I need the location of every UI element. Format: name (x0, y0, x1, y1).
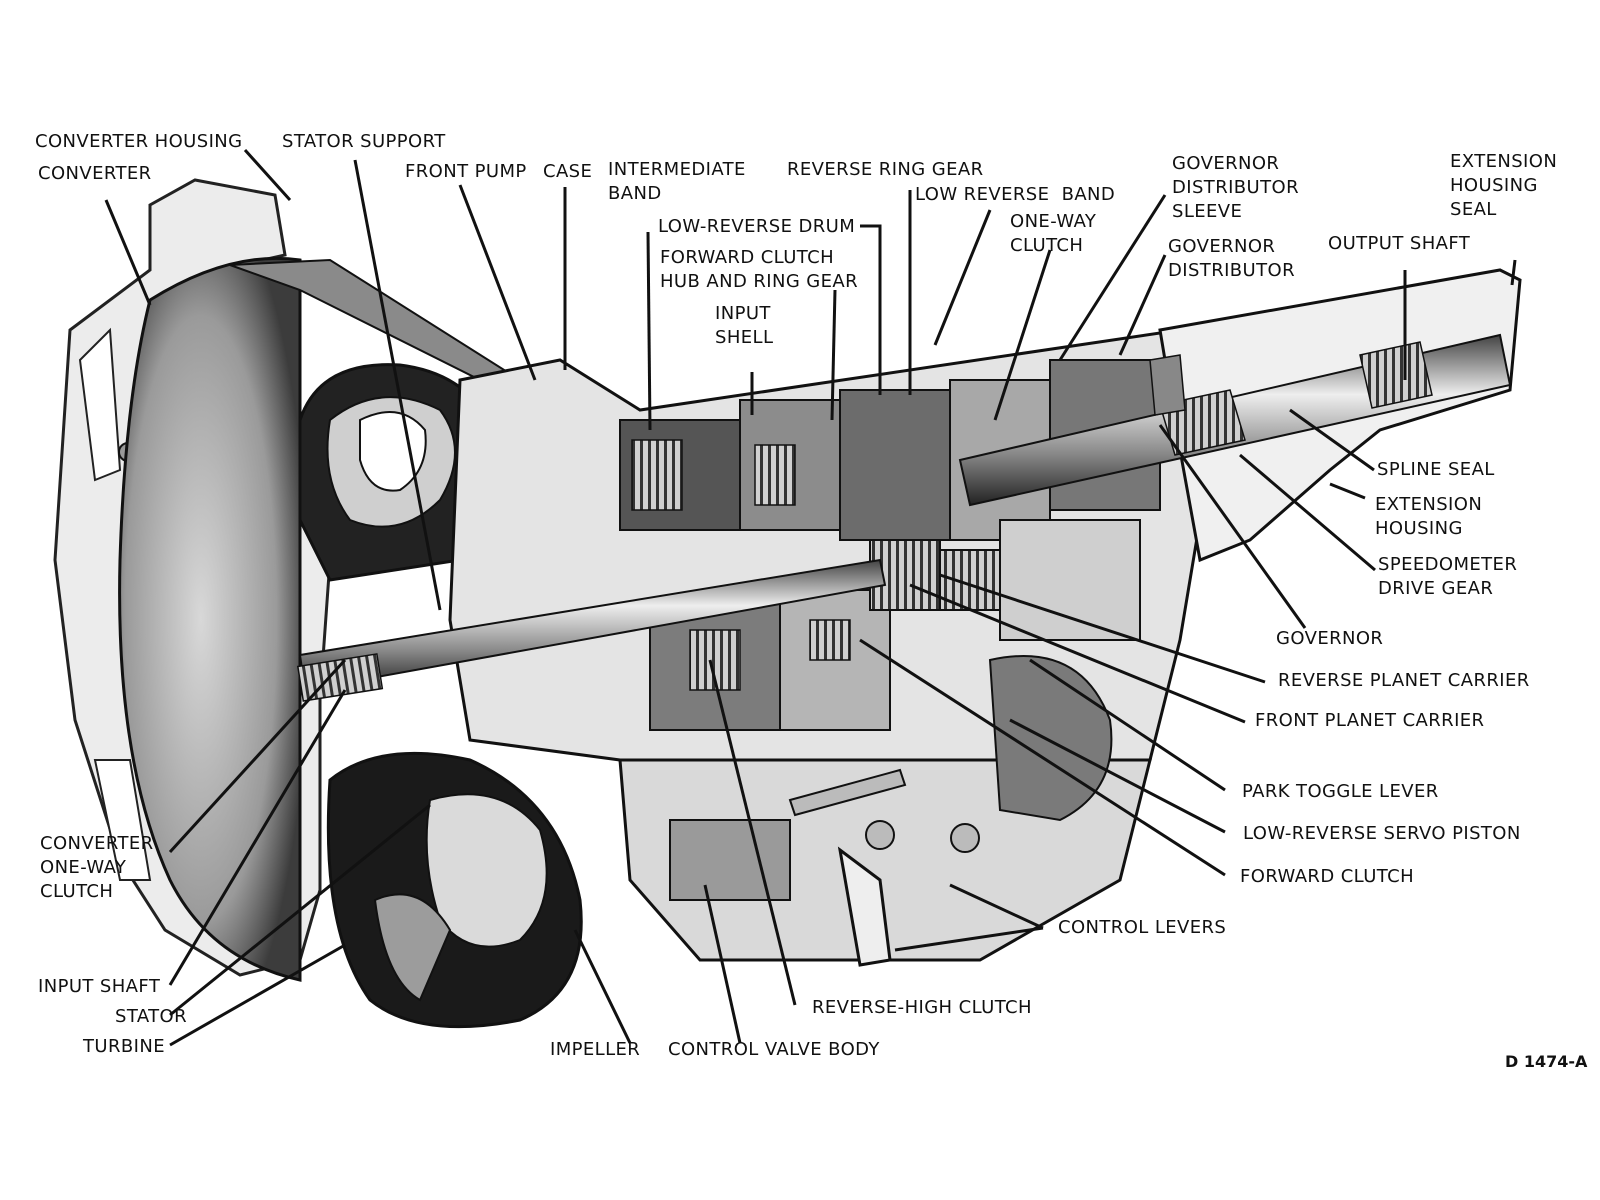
leader-lines (104, 148, 1517, 1047)
label-low-reverse-servo-piston: LOW-REVERSE SERVO PISTON (1243, 823, 1521, 844)
upper-torus-shape (298, 363, 502, 582)
label-speedometer-drive-gear: SPEEDOMETER DRIVE GEAR (1378, 554, 1518, 599)
label-front-pump: FRONT PUMP (405, 161, 527, 182)
output-shaft-shape (958, 333, 1512, 507)
label-converter-housing: CONVERTER HOUSING (35, 131, 243, 152)
label-governor-distributor: GOVERNOR DISTRIBUTOR (1168, 236, 1295, 281)
label-control-valve-body: CONTROL VALVE BODY (668, 1039, 880, 1060)
label-impeller: IMPELLER (550, 1039, 641, 1060)
label-extension-housing-seal: EXTENSION HOUSING SEAL (1450, 151, 1558, 220)
label-park-toggle-lever: PARK TOGGLE LEVER (1242, 781, 1439, 802)
label-extension-housing: EXTENSION HOUSING (1375, 494, 1483, 539)
label-forward-clutch: FORWARD CLUTCH (1240, 866, 1415, 887)
label-stator-support: STATOR SUPPORT (282, 131, 446, 152)
label-intermediate-band: INTERMEDIATE BAND (608, 159, 746, 204)
label-input-shaft: INPUT SHAFT (38, 976, 161, 997)
label-low-reverse-drum: LOW-REVERSE DRUM (658, 216, 856, 237)
label-stator: STATOR (115, 1006, 188, 1027)
label-case: CASE (543, 161, 593, 182)
label-governor-distributor-sleeve: GOVERNOR DISTRIBUTOR SLEEVE (1172, 153, 1299, 222)
label-turbine: TURBINE (83, 1036, 165, 1057)
label-reverse-high-clutch: REVERSE-HIGH CLUTCH (812, 997, 1032, 1018)
label-front-planet-carrier: FRONT PLANET CARRIER (1255, 710, 1485, 731)
label-one-way-clutch: ONE-WAY CLUTCH (1010, 211, 1097, 256)
label-governor: GOVERNOR (1276, 628, 1384, 649)
figure-code: D 1474-A (1505, 1052, 1588, 1071)
label-reverse-ring-gear: REVERSE RING GEAR (787, 159, 984, 180)
label-reverse-planet-carrier: REVERSE PLANET CARRIER (1278, 670, 1530, 691)
label-low-reverse-band: LOW REVERSE BAND (915, 184, 1116, 205)
label-converter: CONVERTER (38, 163, 152, 184)
label-input-shell: INPUT SHELL (715, 303, 774, 348)
label-spline-seal: SPLINE SEAL (1377, 459, 1495, 480)
valve-body-pan-shape (618, 655, 1152, 967)
label-control-levers: CONTROL LEVERS (1058, 917, 1227, 938)
label-converter-one-way-clutch: CONVERTER ONE-WAY CLUTCH (40, 833, 154, 902)
lower-torus-shape (326, 751, 583, 1029)
label-forward-clutch-hub: FORWARD CLUTCH HUB AND RING GEAR (660, 247, 859, 292)
label-output-shaft: OUTPUT SHAFT (1328, 233, 1471, 254)
